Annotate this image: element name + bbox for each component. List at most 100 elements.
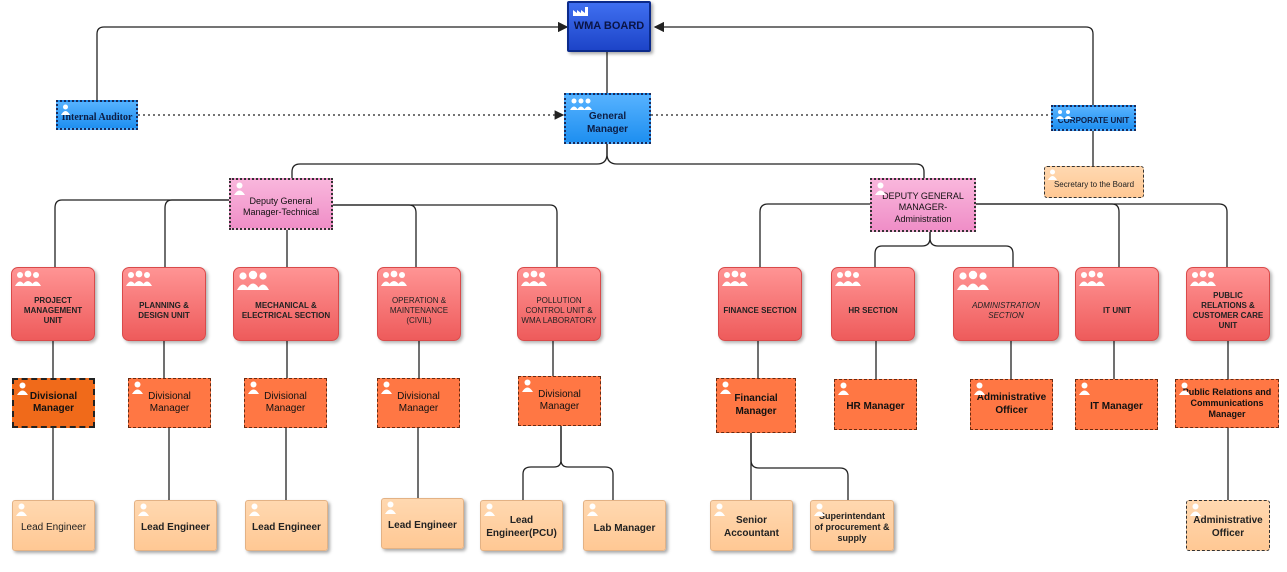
section-label: PLANNING & DESIGN UNIT <box>138 301 190 320</box>
staff-lead-engineer-pcu: Lead Engineer(PCU) <box>480 500 563 551</box>
person-icon <box>720 381 731 399</box>
people-group-icon <box>1190 270 1216 289</box>
manager-label: Divisional Manager <box>264 390 307 415</box>
person-icon <box>1190 503 1201 521</box>
section-label: HR SECTION <box>848 306 898 315</box>
people-group-icon <box>126 270 152 289</box>
manager-label: Public Relations and Communications Mana… <box>1182 386 1272 420</box>
section-label: FINANCE SECTION <box>723 306 797 315</box>
person-icon <box>587 503 598 521</box>
staff-lab-manager: Lab Manager <box>583 500 666 551</box>
section-pollution-control: POLLUTION CONTROL UNIT & WMA LABORATORY <box>517 267 601 341</box>
person-icon <box>814 503 825 519</box>
person-icon <box>248 381 259 399</box>
person-icon <box>838 382 849 400</box>
people-group-icon <box>237 270 269 293</box>
manager-label: Divisional Manager <box>148 390 191 415</box>
section-label: PUBLIC RELATIONS & CUSTOMER CARE UNIT <box>1192 291 1264 330</box>
staff-senior-accountant: Senior Accountant <box>710 500 793 551</box>
person-icon <box>1179 382 1190 398</box>
staff-label: Lead Engineer <box>141 522 210 534</box>
manager-it: IT Manager <box>1075 379 1158 430</box>
manager-label: IT Manager <box>1090 401 1143 413</box>
manager-administrative-officer: Administrative Officer <box>970 379 1053 430</box>
secretary-node: Secretary to the Board <box>1044 166 1144 198</box>
manager-label: Financial Manager <box>734 393 778 417</box>
person-icon <box>249 503 260 521</box>
person-icon <box>16 503 27 521</box>
factory-icon <box>572 5 590 22</box>
person-icon <box>132 381 143 399</box>
general-manager-label: General Manager <box>586 111 629 135</box>
section-mechanical-electrical: MECHANICAL & ELECTRICAL SECTION <box>233 267 339 341</box>
section-label: OPERATION & MAINTENANCE (CIVIL) <box>389 296 449 325</box>
section-it: IT UNIT <box>1075 267 1159 341</box>
internal-auditor-node: Internal Auditor <box>56 100 138 130</box>
staff-lead-engineer-planning: Lead Engineer <box>134 500 217 551</box>
section-label: PROJECT MANAGEMENT UNIT <box>23 296 83 325</box>
people-group-icon <box>1079 270 1105 289</box>
staff-label: Lab Manager <box>593 523 656 535</box>
section-label: IT UNIT <box>1103 306 1131 315</box>
section-label: MECHANICAL & ELECTRICAL SECTION <box>241 301 331 320</box>
manager-public-relations: Public Relations and Communications Mana… <box>1175 379 1279 428</box>
dgm-technical-node: Deputy General Manager-Technical <box>229 178 333 230</box>
person-icon <box>138 503 149 521</box>
manager-divisional-planning: Divisional Manager <box>128 378 211 428</box>
manager-divisional-operation: Divisional Manager <box>377 378 460 428</box>
person-icon <box>974 382 985 400</box>
section-operation-maintenance: OPERATION & MAINTENANCE (CIVIL) <box>377 267 461 341</box>
person-icon <box>17 382 28 400</box>
section-label: ADMINISTRATION SECTION <box>972 301 1040 320</box>
general-manager-node: General Manager <box>564 93 651 144</box>
secretary-label: Secretary to the Board <box>1053 180 1135 189</box>
section-finance: FINANCE SECTION <box>718 267 802 341</box>
section-project-management: PROJECT MANAGEMENT UNIT <box>11 267 95 341</box>
staff-label: Lead Engineer <box>20 522 87 534</box>
person-icon <box>381 381 392 399</box>
section-hr: HR SECTION <box>831 267 915 341</box>
staff-label: Lead Engineer <box>252 522 321 534</box>
wma-board-node: WMA BOARD <box>567 1 651 52</box>
dgm-technical-label: Deputy General Manager-Technical <box>242 195 320 217</box>
staff-label: Lead Engineer(PCU) <box>486 515 557 539</box>
manager-financial: Financial Manager <box>716 378 796 433</box>
staff-label: Senior Accountant <box>724 515 779 539</box>
corporate-unit-node: CORPORATE UNIT <box>1051 105 1136 131</box>
manager-label: Divisional Manager <box>538 388 581 413</box>
people-group-icon <box>835 270 861 289</box>
person-icon <box>1048 169 1057 183</box>
corporate-unit-label: CORPORATE UNIT <box>1057 116 1130 125</box>
person-icon <box>484 503 495 521</box>
staff-label: Administrative Officer <box>1193 515 1263 539</box>
dgm-administration-label: DEPUTY GENERAL MANAGER-Administration <box>882 191 964 224</box>
people-group-icon <box>1056 109 1073 122</box>
staff-label: Superintendant of procurement & supply <box>814 510 890 544</box>
staff-lead-engineer-pmu: Lead Engineer <box>12 500 95 551</box>
person-icon <box>522 379 533 397</box>
staff-administrative-officer: Administrative Officer <box>1186 500 1270 551</box>
person-icon <box>385 501 396 519</box>
manager-hr: HR Manager <box>834 379 917 430</box>
person-icon <box>234 182 245 198</box>
person-icon <box>61 104 70 120</box>
internal-auditor-label: Internal Auditor <box>61 111 133 123</box>
dgm-administration-node: DEPUTY GENERAL MANAGER-Administration <box>870 178 976 232</box>
staff-label: Lead Engineer <box>388 520 457 532</box>
person-icon <box>714 503 725 521</box>
people-group-icon <box>15 270 41 289</box>
section-planning-design: PLANNING & DESIGN UNIT <box>122 267 206 341</box>
manager-divisional-mechanical: Divisional Manager <box>244 378 327 428</box>
people-group-icon <box>569 97 593 116</box>
person-icon <box>875 182 886 198</box>
people-group-icon <box>957 270 989 293</box>
people-group-icon <box>722 270 748 289</box>
people-group-icon <box>381 270 407 289</box>
staff-lead-engineer-mechanical: Lead Engineer <box>245 500 328 551</box>
manager-divisional-pmu: Divisional Manager <box>12 378 95 428</box>
section-label: POLLUTION CONTROL UNIT & WMA LABORATORY <box>521 296 597 325</box>
staff-superintendant: Superintendant of procurement & supply <box>810 500 894 551</box>
section-administration: ADMINISTRATION SECTION <box>953 267 1059 341</box>
manager-divisional-pollution: Divisional Manager <box>518 376 601 426</box>
